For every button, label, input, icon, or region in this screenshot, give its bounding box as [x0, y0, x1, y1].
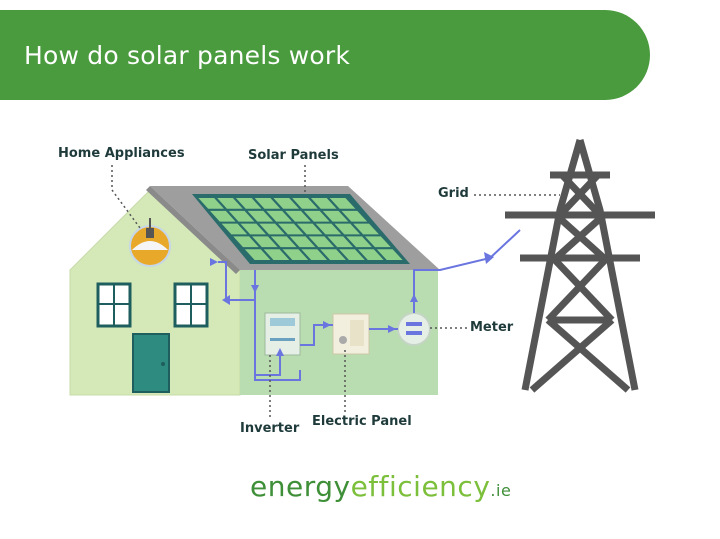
- solar-cell: [329, 198, 356, 209]
- meter-device: [397, 312, 431, 346]
- label-electric-panel: Electric Panel: [312, 414, 412, 429]
- solar-cell: [282, 249, 309, 260]
- solar-cell: [334, 223, 361, 235]
- door-knob: [161, 362, 165, 366]
- solar-cell: [278, 223, 304, 235]
- window-right: [173, 282, 209, 328]
- solar-cell: [289, 236, 316, 248]
- solar-cell: [322, 210, 349, 222]
- solar-cell: [254, 198, 281, 209]
- solar-cell: [273, 198, 300, 209]
- solar-cell: [244, 249, 271, 260]
- window-left: [96, 282, 132, 328]
- solar-cell: [292, 198, 318, 209]
- label-meter: Meter: [470, 320, 514, 335]
- solar-cell: [217, 198, 243, 209]
- label-inverter: Inverter: [240, 421, 300, 436]
- solar-cell: [235, 198, 262, 209]
- solar-cell: [259, 223, 285, 235]
- solar-cell: [339, 249, 365, 260]
- solar-cell: [296, 223, 323, 235]
- label-solar-panels: Solar Panels: [248, 148, 339, 163]
- electric-panel-device: [332, 313, 370, 355]
- solar-cell: [315, 223, 342, 235]
- solar-cell: [365, 236, 391, 248]
- brand-part-efficiency: efficiency: [350, 470, 491, 503]
- solar-cell: [327, 236, 354, 248]
- roof-edge: [146, 186, 240, 274]
- solar-cell: [341, 210, 368, 222]
- solar-cell: [233, 236, 259, 248]
- solar-cell: [353, 223, 379, 235]
- solar-cell: [228, 210, 255, 222]
- label-home-appliances: Home Appliances: [58, 146, 185, 161]
- callout-leaders: [111, 165, 560, 420]
- solar-cell: [310, 198, 337, 209]
- solar-cell: [376, 249, 403, 260]
- solar-cell: [198, 198, 224, 209]
- solar-cell: [357, 249, 384, 260]
- solar-cell: [210, 210, 236, 222]
- appliance-lamp-icon: [129, 218, 171, 267]
- solar-cell: [266, 210, 292, 222]
- label-grid: Grid: [438, 186, 469, 201]
- solar-cell: [270, 236, 297, 248]
- solar-cell: [320, 249, 346, 260]
- solar-cell: [240, 223, 267, 235]
- solar-cell: [263, 249, 290, 260]
- solar-cell: [346, 236, 372, 248]
- solar-cell: [221, 223, 248, 235]
- brand-part-ie: .ie: [490, 481, 512, 500]
- header-banner: How do solar panels work: [0, 10, 650, 100]
- inverter-device: [264, 312, 301, 356]
- brand-part-energy: energy: [250, 470, 351, 503]
- solar-cell: [301, 249, 328, 260]
- solar-cell: [252, 236, 278, 248]
- solar-cell: [285, 210, 311, 222]
- pylon-icon: [505, 139, 655, 393]
- solar-cell: [247, 210, 274, 222]
- page-title: How do solar panels work: [24, 40, 351, 70]
- solar-panel-array: [192, 194, 410, 264]
- flow-arrowheads: [210, 252, 494, 356]
- brand-logo: energyefficiency.ie: [0, 470, 720, 503]
- solar-cell: [308, 236, 335, 248]
- solar-cell: [303, 210, 330, 222]
